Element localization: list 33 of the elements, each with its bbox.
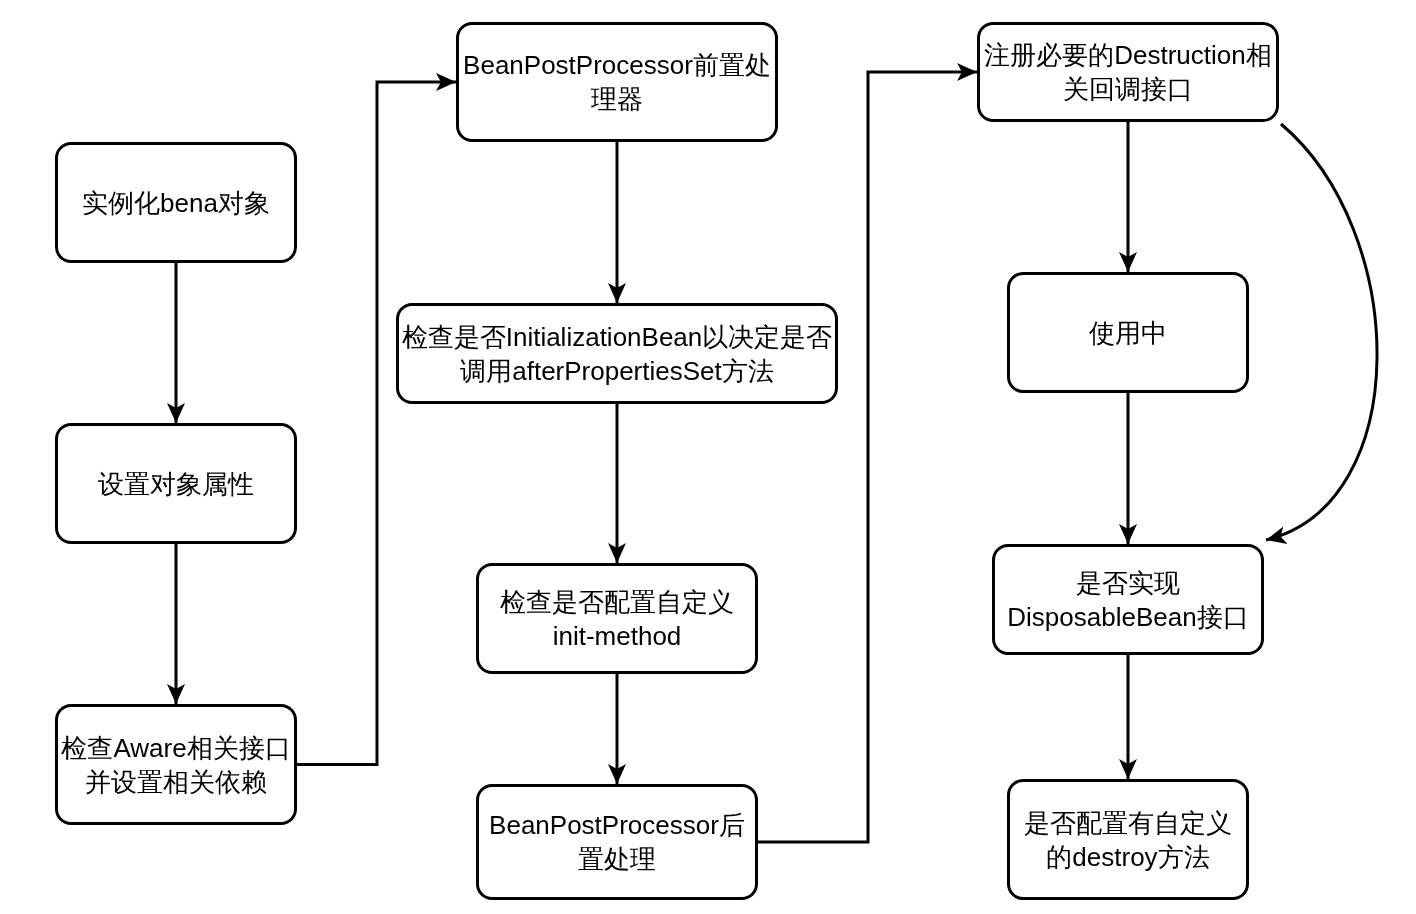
node-label: 设置对象属性 [98, 467, 254, 501]
node-label: 实例化bena对象 [82, 186, 270, 220]
process-box [476, 563, 758, 674]
arrow [1119, 393, 1137, 544]
process-box [1007, 779, 1249, 900]
node-label: 检查Aware相关接口并设置相关依赖 [60, 731, 292, 799]
node-label: 检查是否InitializationBean以决定是否调用afterPropertiesSet方法 [401, 320, 833, 388]
node-label: 是否配置有自定义的destroy方法 [1023, 806, 1233, 874]
node-label: 检查是否配置自定义init-method [499, 585, 735, 653]
process-box [476, 784, 758, 900]
process-box [977, 22, 1279, 122]
node-label: 使用中 [1089, 316, 1167, 350]
process-box [396, 303, 838, 404]
process-box [992, 544, 1264, 655]
process-box [55, 423, 297, 544]
arrow [608, 142, 626, 303]
arrow [167, 263, 185, 423]
node-label: 是否实现DisposableBean接口 [1006, 566, 1250, 634]
arrow [167, 544, 185, 704]
node-label: BeanPostProcessor后置处理 [488, 809, 746, 876]
arrow [608, 404, 626, 563]
node-label: 注册必要的Destruction相关回调接口 [983, 39, 1273, 106]
arrow [1119, 655, 1137, 779]
process-box [1007, 272, 1249, 393]
process-box [55, 704, 297, 825]
arrow [1119, 122, 1137, 272]
arrow [1265, 122, 1379, 542]
node-label: BeanPostProcessor前置处理器 [462, 49, 772, 116]
process-box [456, 22, 778, 142]
arrow [297, 73, 456, 766]
arrow [608, 674, 626, 784]
arrow [758, 63, 977, 844]
process-box [55, 142, 297, 263]
